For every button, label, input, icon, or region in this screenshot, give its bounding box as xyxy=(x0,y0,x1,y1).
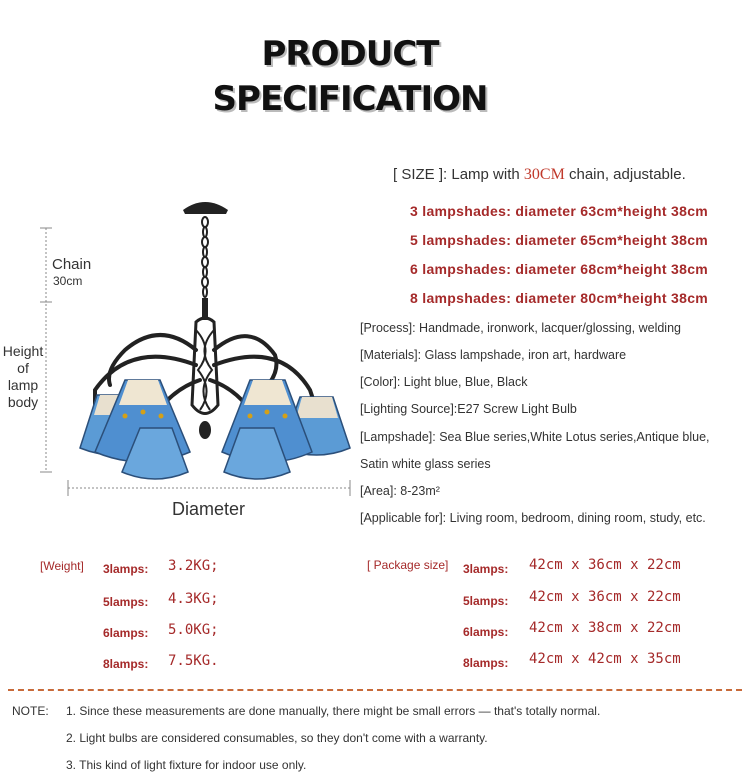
size-text-before: Lamp with xyxy=(451,166,520,183)
spec-lighting-source: [Lighting Source]:E27 Screw Light Bulb xyxy=(360,402,577,416)
package-count-8: 8lamps: xyxy=(463,656,509,670)
chandelier-illustration xyxy=(40,202,351,496)
package-count-3: 3lamps: xyxy=(463,562,509,576)
height-label: Height of lamp body xyxy=(2,343,44,410)
spec-applicable-for: [Applicable for]: Living room, bedroom, … xyxy=(360,511,706,525)
lampshade-spec-8: 8 lampshades: diameter 80cm*height 38cm xyxy=(410,290,709,306)
package-value-5: 42cm x 36cm x 22cm xyxy=(529,589,681,605)
weight-value-6: 5.0KG; xyxy=(168,622,219,638)
lampshade-front-center-right xyxy=(223,427,291,480)
lampshade-front-center-left xyxy=(121,427,189,480)
package-value-6: 42cm x 38cm x 22cm xyxy=(529,620,681,636)
package-count-5: 5lamps: xyxy=(463,594,509,608)
package-value-3: 42cm x 36cm x 22cm xyxy=(529,557,681,573)
size-text-after: chain, adjustable. xyxy=(568,166,686,183)
weight-count-8: 8lamps: xyxy=(103,657,149,671)
spec-area: [Area]: 8-23m² xyxy=(360,484,440,498)
dashed-divider xyxy=(8,689,742,691)
weight-label: [Weight] xyxy=(40,559,84,573)
spec-process: [Process]: Handmade, ironwork, lacquer/g… xyxy=(360,321,681,335)
note-label: NOTE: xyxy=(12,704,49,718)
chain-label: Chain xyxy=(52,256,92,273)
spec-lampshade: [Lampshade]: Sea Blue series,White Lotus… xyxy=(360,430,710,444)
page-title-line-1: PRODUCT xyxy=(261,34,440,74)
ceiling-canopy xyxy=(183,202,228,214)
chain-value: 30cm xyxy=(53,274,83,288)
weight-count-6: 6lamps: xyxy=(103,626,149,640)
lampshade-spec-5: 5 lampshades: diameter 65cm*height 38cm xyxy=(410,232,709,248)
lampshade-spec-3: 3 lampshades: diameter 63cm*height 38cm xyxy=(410,203,709,219)
twisted-cage xyxy=(190,316,220,415)
size-line: [ SIZE ]: Lamp with 30CM chain, adjustab… xyxy=(393,166,686,184)
spec-color: [Color]: Light blue, Blue, Black xyxy=(360,375,528,389)
note-item-1: 1. Since these measurements are done man… xyxy=(66,704,601,718)
spec-materials: [Materials]: Glass lampshade, iron art, … xyxy=(360,348,627,362)
package-size-label: [ Package size] xyxy=(367,558,449,572)
diameter-label: Diameter xyxy=(172,499,246,519)
weight-value-8: 7.5KG. xyxy=(168,653,219,669)
lampshade-spec-6: 6 lampshades: diameter 68cm*height 38cm xyxy=(410,261,709,277)
page-title-line-2: SPECIFICATION xyxy=(212,79,489,119)
note-item-3: 3. This kind of light fixture for indoor… xyxy=(66,758,307,772)
chain xyxy=(201,216,209,298)
size-label: [ SIZE ]: xyxy=(393,166,448,183)
weight-count-3: 3lamps: xyxy=(103,562,149,576)
weight-value-5: 4.3KG; xyxy=(168,591,219,607)
note-item-2: 2. Light bulbs are considered consumable… xyxy=(66,731,488,745)
package-count-6: 6lamps: xyxy=(463,625,509,639)
spec-lampshade-continued: Satin white glass series xyxy=(360,457,491,471)
weight-value-3: 3.2KG; xyxy=(168,558,219,574)
chain-length: 30CM xyxy=(523,166,565,183)
package-value-8: 42cm x 42cm x 35cm xyxy=(529,651,681,667)
weight-count-5: 5lamps: xyxy=(103,595,149,609)
